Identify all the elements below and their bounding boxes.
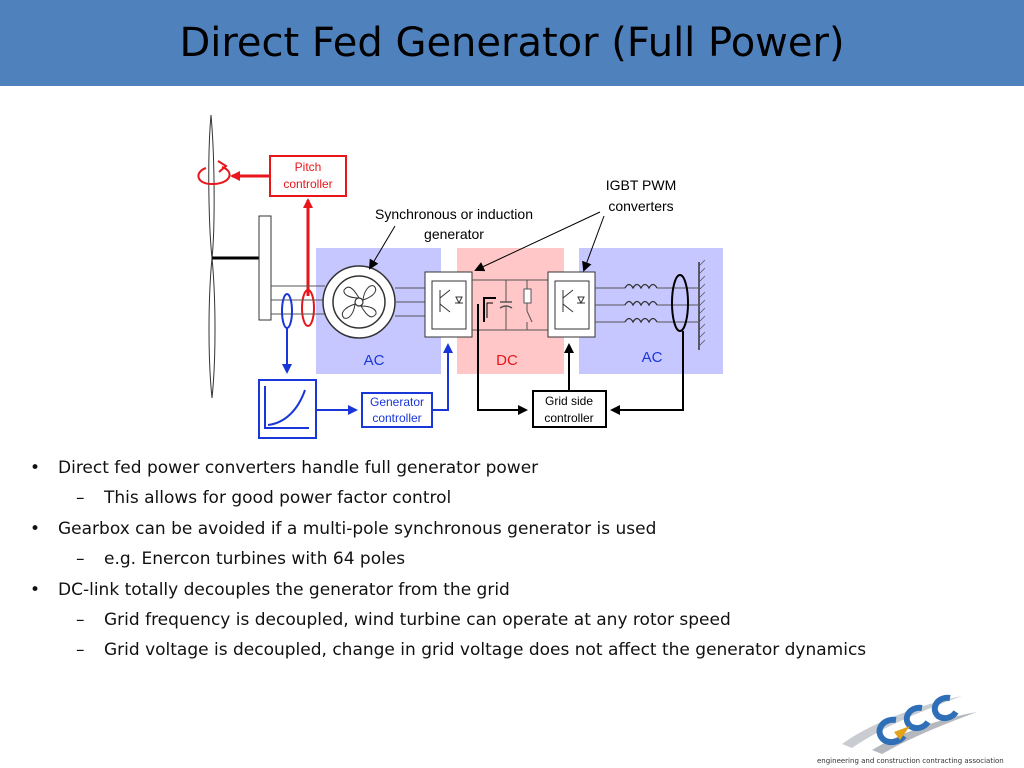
dc-voltage-feedback [477,304,528,415]
grid-busbar [698,259,706,350]
ac-left-label: AC [364,352,385,369]
bullet-text: Grid frequency is decoupled, wind turbin… [104,609,731,630]
sub-bullet-item: –Grid voltage is decoupled, change in gr… [30,640,1010,660]
sub-bullet-item: –This allows for good power factor contr… [30,488,1010,508]
bullet-text: Gearbox can be avoided if a multi-pole s… [58,518,657,539]
ecca-logo-icon [842,694,977,754]
speed-sensor-ring [281,293,293,329]
characteristic-curve-box [258,379,317,439]
generator-side-converter [424,271,473,338]
generator-controller-label-1: Generator [370,395,424,409]
bullet-text: Direct fed power converters handle full … [58,458,539,478]
bullet-marker: • [30,458,41,478]
grid-sensor-ring [671,274,689,332]
turbine-rotor-icon [208,114,272,399]
bullet-text: DC-link totally decouples the generator … [58,579,510,600]
grid-controller-label-2: controller [544,411,593,425]
pitch-controller-box [269,155,347,197]
igbt-callout-1: IGBT PWM [606,177,677,193]
pitch-controller-label-2: controller [283,177,332,191]
logo-tagline: engineering and construction contracting… [817,757,1004,765]
bullet-item: • DC-link totally decouples the generator… [30,580,1010,600]
bullet-marker: – [76,549,85,570]
bullet-item: • Gearbox can be avoided if a multi-pole … [30,519,1010,539]
power-converter-diagram: Pitch controller Generator controller [197,114,723,439]
pitch-controller-label-1: Pitch [295,160,322,174]
bullet-marker: • [30,518,41,539]
generator-callout-1: Synchronous or induction [375,206,533,222]
bullet-list: • Direct fed power converters handle full… [30,458,1010,671]
grid-side-converter [547,271,596,338]
pitch-sensor-ring [301,289,315,327]
grid-controller-box [532,390,607,428]
title-bar: Direct Fed Generator (Full Power) [0,0,1024,86]
bullet-marker: – [76,609,85,630]
bullet-item: • Direct fed power converters handle full… [30,458,1010,478]
pitch-rotation-icon [197,160,231,186]
bullet-text: Grid voltage is decoupled, change in gri… [104,640,867,661]
ac-right-label: AC [642,349,663,366]
sub-bullet-item: –Grid frequency is decoupled, wind turbi… [30,610,1010,630]
grid-controller-label-1: Grid side [545,394,593,408]
bullet-marker: – [76,640,85,661]
generator-controller-box [361,392,433,428]
grid-filter-inductors [595,283,698,324]
dc-link-icon [472,279,548,331]
sub-bullet-item: –e.g. Enercon turbines with 64 poles [30,549,1010,569]
grid-measurement-feedback [610,331,684,415]
generator-controller-label-2: controller [372,411,421,425]
bullet-text: e.g. Enercon turbines with 64 poles [104,549,406,570]
bullet-marker: • [30,579,41,600]
generator-icon [322,265,396,339]
bullet-text: This allows for good power factor contro… [104,488,452,509]
dc-label: DC [496,352,518,369]
bullet-marker: – [76,488,85,509]
generator-callout-2: generator [424,226,484,242]
slide-title: Direct Fed Generator (Full Power) [179,20,845,66]
igbt-callout-2: converters [608,198,673,214]
